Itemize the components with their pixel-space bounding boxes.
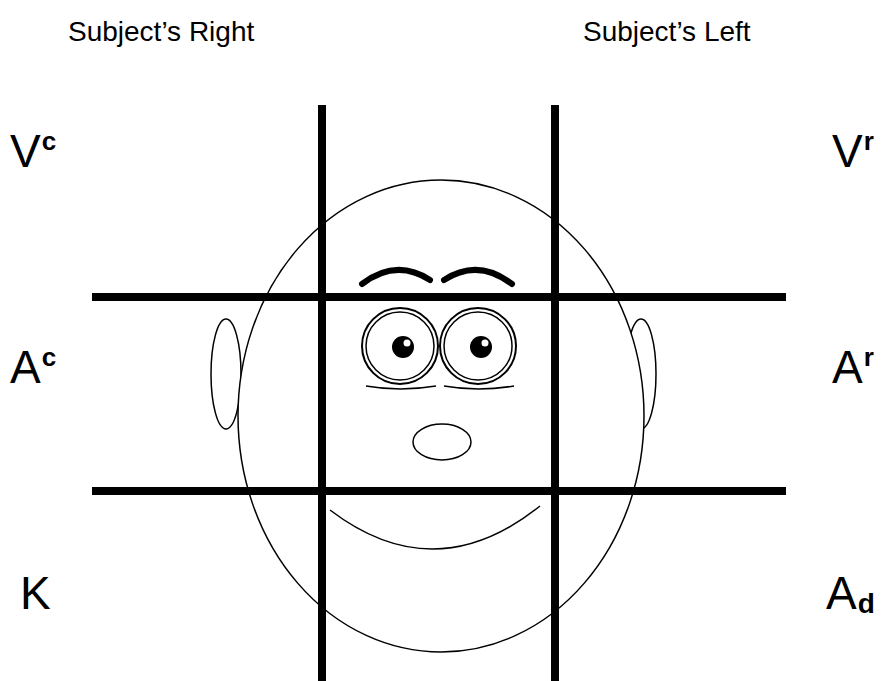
- eye-outline: [440, 308, 516, 384]
- zone-letter: A: [832, 344, 863, 390]
- eye-outline: [362, 308, 438, 384]
- nose: [413, 424, 471, 460]
- zone-letter: V: [832, 128, 863, 174]
- zone-letter: V: [10, 128, 41, 174]
- eyebrow: [444, 270, 512, 284]
- grid-line: [318, 105, 326, 681]
- eye-ring: [444, 312, 512, 380]
- eye-highlight: [404, 340, 411, 347]
- under-eye: [444, 386, 514, 389]
- superscript: c: [42, 128, 56, 154]
- side-heading: Subject’s Left: [583, 18, 751, 46]
- zone-letter: A: [10, 344, 41, 390]
- under-eye: [366, 386, 436, 389]
- eyebrow: [362, 270, 430, 284]
- eye-ring: [366, 312, 434, 380]
- superscript: c: [42, 344, 56, 370]
- mouth: [330, 506, 540, 549]
- zone-letter: A: [826, 570, 857, 616]
- left-ear: [211, 319, 241, 429]
- superscript: r: [864, 128, 874, 154]
- pupil: [470, 336, 492, 358]
- zone-letter: K: [20, 570, 51, 616]
- eye-highlight: [482, 340, 489, 347]
- grid-line: [92, 293, 786, 301]
- side-heading: Subject’s Right: [68, 18, 254, 46]
- head-outline: [238, 180, 644, 652]
- subscript: d: [858, 590, 875, 618]
- superscript: r: [864, 344, 874, 370]
- grid-line: [92, 487, 786, 495]
- pupil: [392, 336, 414, 358]
- grid-line: [551, 105, 559, 681]
